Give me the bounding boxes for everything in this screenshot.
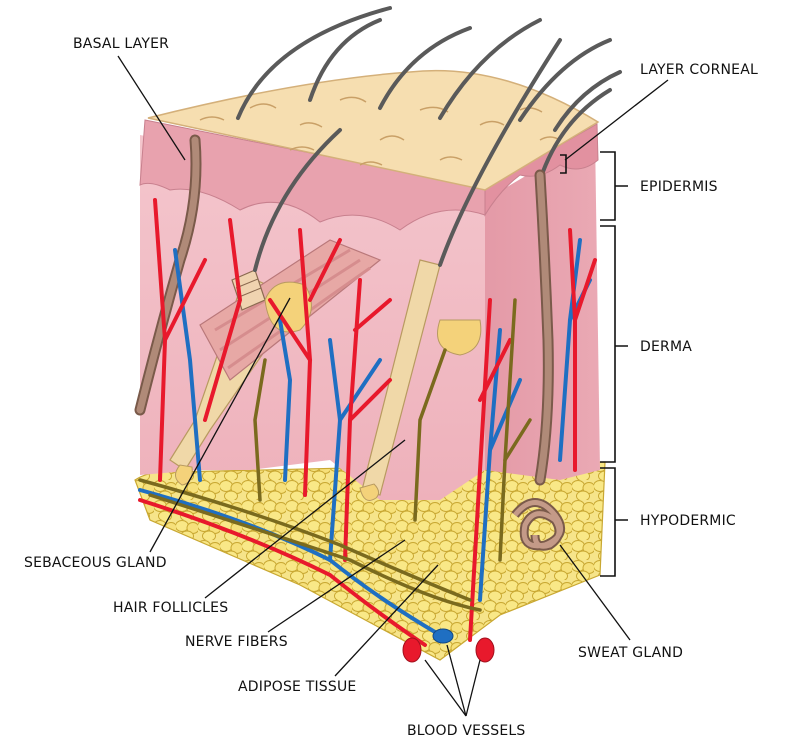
label-adipose-tissue: ADIPOSE TISSUE: [238, 679, 356, 695]
blood-vessel-vein-end: [432, 628, 454, 644]
label-blood-vessels: BLOOD VESSELS: [407, 723, 526, 739]
leader-sebaceous-gland: [149, 297, 291, 553]
labels: BASAL LAYER LAYER CORNEAL EPIDERMIS DERM…: [24, 36, 758, 739]
leader-lines: [117, 55, 669, 717]
bracket-layer-corneal: [560, 154, 567, 174]
hair-root-bulb-middle: [359, 483, 380, 501]
label-nerve-fibers: NERVE FIBERS: [185, 634, 288, 650]
sweat-gland-ducts: [134, 134, 554, 486]
hair-root-bulb-left: [175, 464, 193, 486]
bracket-epidermis: [600, 151, 628, 221]
leader-sweat-gland: [559, 544, 631, 641]
leader-hair-follicles: [204, 439, 406, 599]
label-basal-layer: BASAL LAYER: [73, 36, 169, 52]
label-sebaceous-gland: SEBACEOUS GLAND: [24, 555, 167, 571]
label-hypodermic: HYPODERMIC: [640, 513, 736, 529]
label-hair-follicles: HAIR FOLLICLES: [113, 600, 228, 616]
arteries: [138, 198, 597, 647]
blood-vessels-group: [138, 198, 597, 663]
hair-shafts: [236, 6, 622, 272]
label-sweat-gland: SWEAT GLAND: [578, 645, 683, 661]
hair-follicles-group: [169, 6, 622, 501]
sebaceous-gland: [264, 281, 312, 333]
sweat-gland-coil: [511, 498, 566, 551]
blood-vessel-artery-end-2: [475, 637, 495, 663]
hair-papilla-right: [437, 319, 482, 356]
leader-nerve-fibers: [267, 539, 406, 633]
leader-adipose-tissue: [334, 564, 439, 677]
nerve-fibers: [138, 298, 532, 612]
label-layer-corneal: LAYER CORNEAL: [640, 62, 758, 78]
layer-brackets: [600, 151, 628, 577]
leader-basal-layer: [117, 55, 186, 161]
leader-blood-vessels-2: [446, 644, 467, 717]
label-derma: DERMA: [640, 339, 692, 355]
bracket-derma: [600, 225, 628, 463]
skin-top-surface: [147, 69, 600, 191]
label-epidermis: EPIDERMIS: [640, 179, 718, 195]
bracket-hypodermic: [600, 467, 628, 577]
leader-layer-corneal: [564, 79, 669, 161]
leader-blood-vessels-3: [465, 659, 481, 717]
epidermis-band-front: [139, 119, 486, 231]
hair-follicle-middle: [361, 259, 441, 496]
blood-vessel-artery-end-1: [402, 637, 422, 663]
leader-blood-vessels-1: [424, 659, 467, 717]
